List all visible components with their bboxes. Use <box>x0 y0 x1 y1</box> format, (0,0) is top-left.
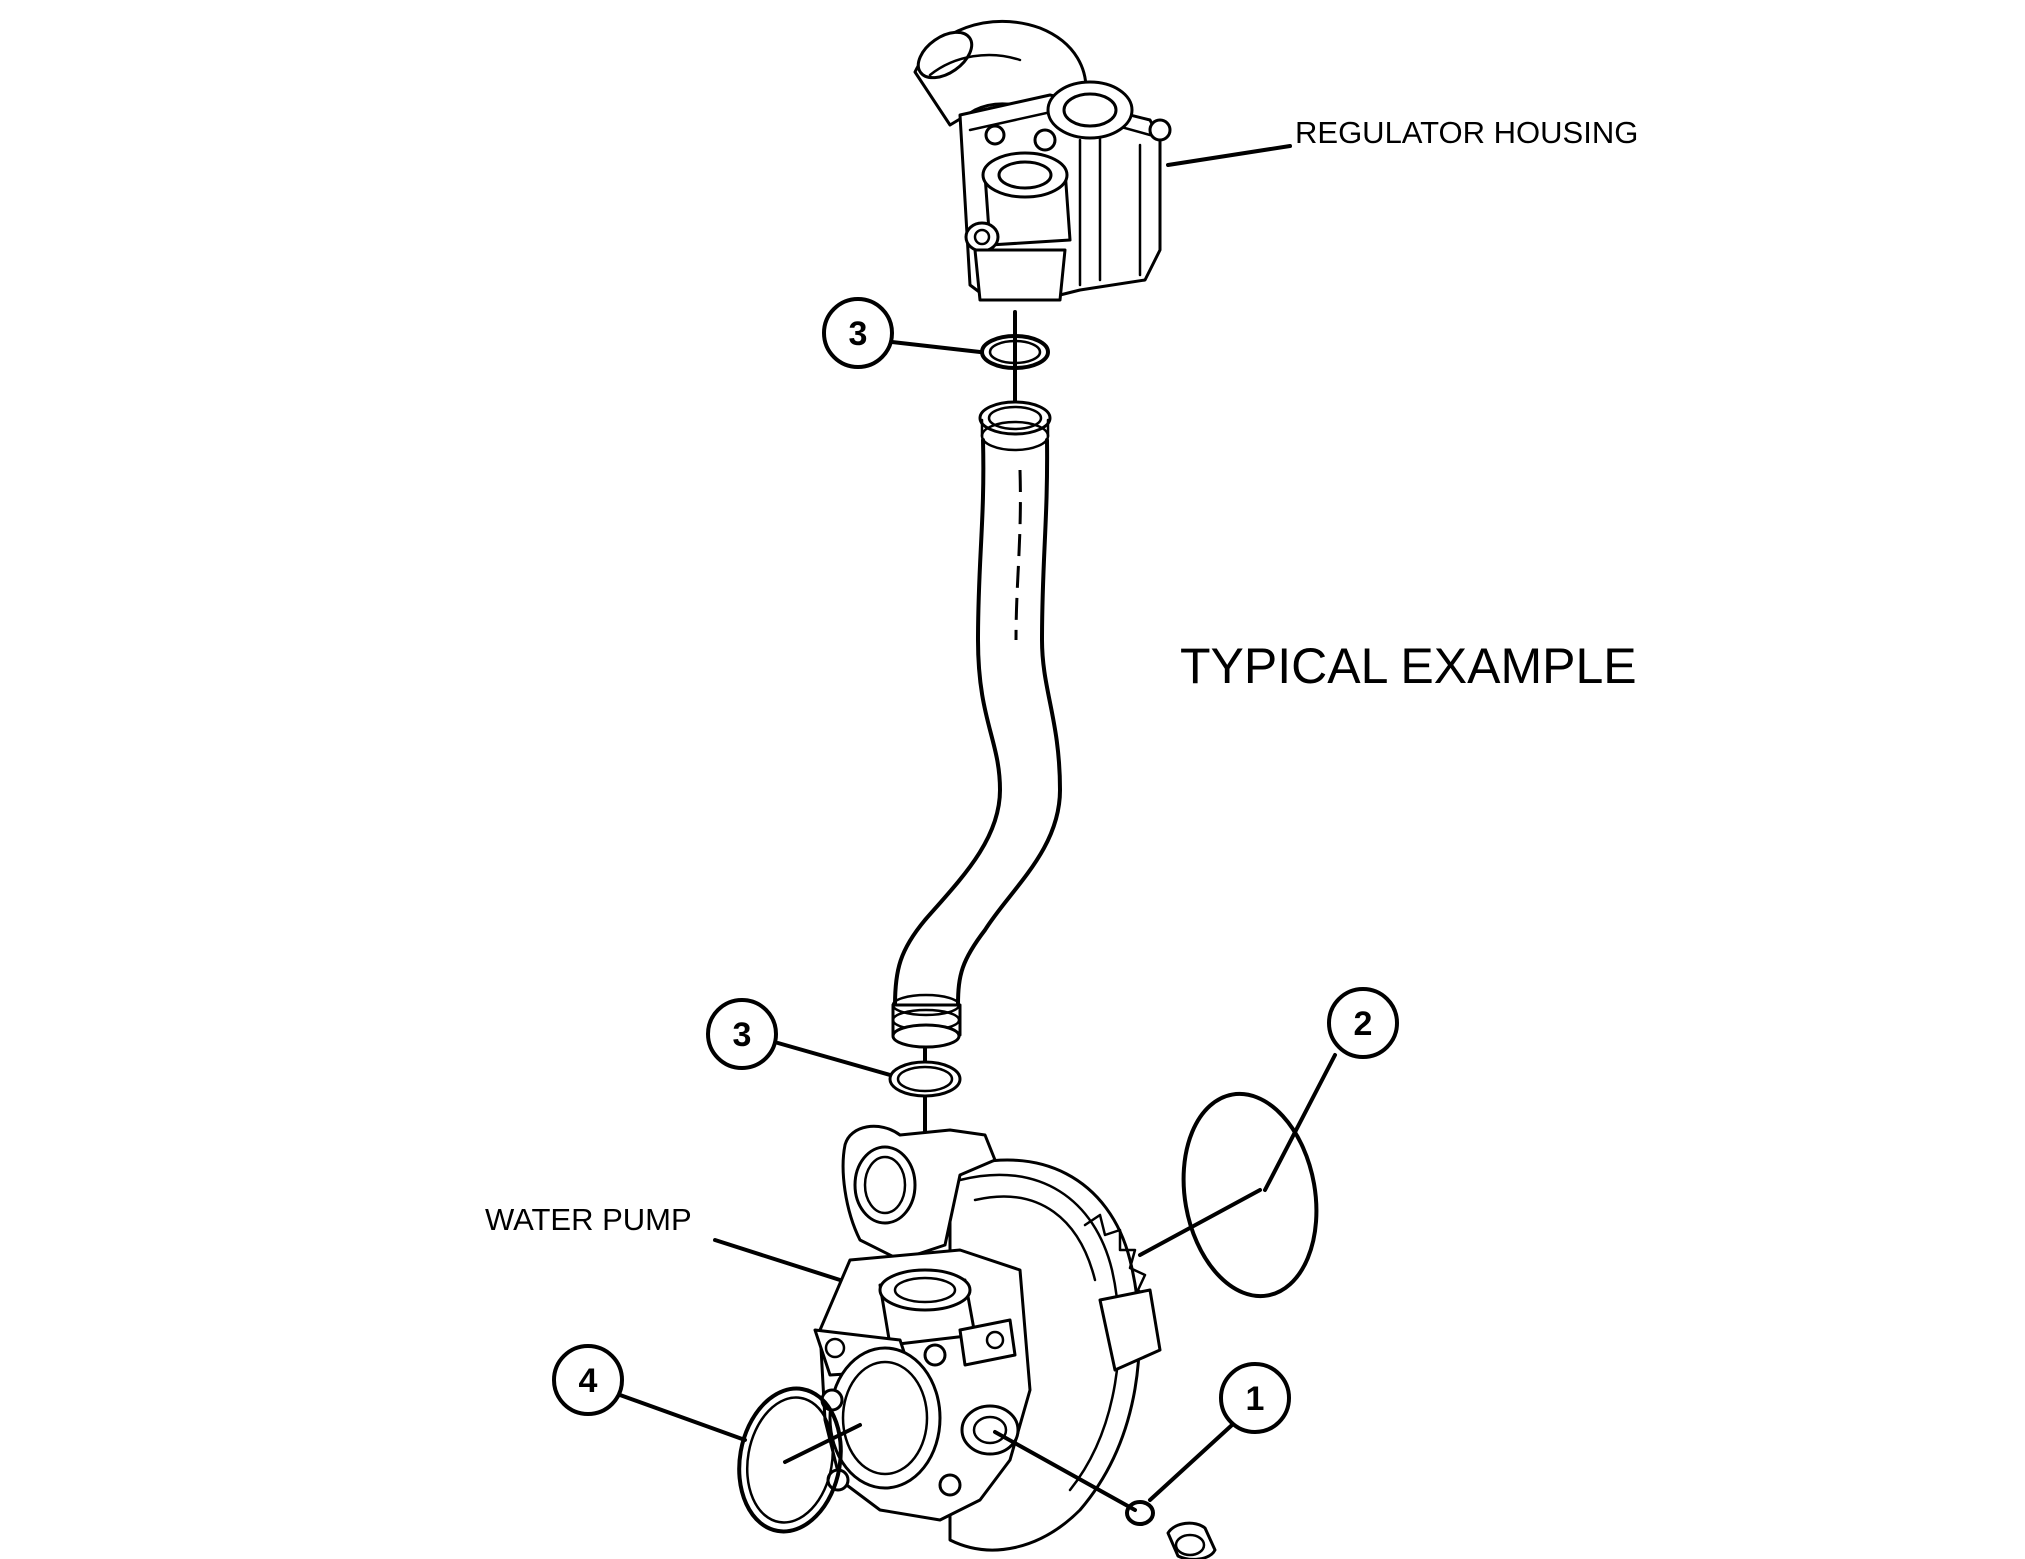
svg-text:2: 2 <box>1354 1005 1373 1043</box>
coolant-tube <box>891 400 1062 1049</box>
regulator-housing-label: REGULATOR HOUSING <box>1295 115 1638 150</box>
seal-ring-front <box>737 1386 843 1534</box>
svg-text:3: 3 <box>733 1016 752 1054</box>
callout-2: 2 <box>1327 987 1399 1059</box>
o-ring-seal-large <box>1181 1091 1319 1299</box>
callout-1: 1 <box>1219 1362 1291 1434</box>
callout-3-upper: 3 <box>822 297 894 369</box>
callout-3-lower: 3 <box>706 998 778 1070</box>
callout-4: 4 <box>552 1344 624 1416</box>
typical-example-label: TYPICAL EXAMPLE <box>1180 638 1637 694</box>
regulator-housing-part <box>913 19 1172 302</box>
o-ring-seal-small <box>1125 1500 1155 1526</box>
drain-plug <box>1166 1521 1217 1559</box>
svg-text:4: 4 <box>579 1362 598 1400</box>
water-pump-label: WATER PUMP <box>485 1202 692 1237</box>
svg-text:3: 3 <box>849 315 868 353</box>
water-pump-part <box>813 1124 1162 1552</box>
o-ring-seal-lower <box>888 1060 962 1098</box>
svg-text:1: 1 <box>1246 1380 1265 1418</box>
